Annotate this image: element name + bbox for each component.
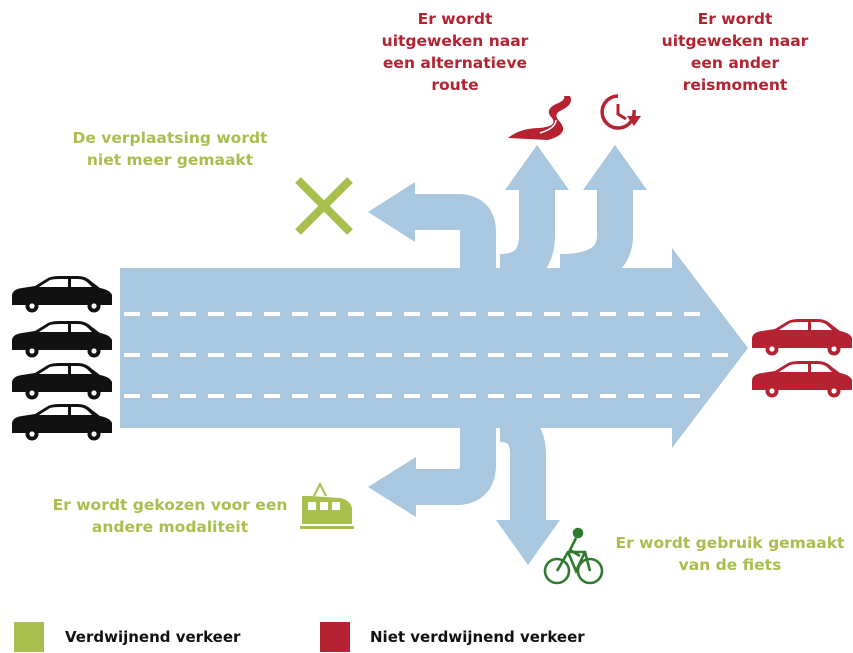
- branch-arrow-not-made: [368, 182, 496, 272]
- incoming-cars: [12, 276, 112, 441]
- branch-arrow-bicycle: [496, 406, 560, 565]
- label-other-modality: Er wordt gekozen voor een andere modalit…: [52, 496, 288, 536]
- legend-swatch-disappearing: [14, 622, 44, 652]
- car-icon: [12, 321, 112, 358]
- legend-label-disappearing: Verdwijnend verkeer: [65, 628, 241, 646]
- winding-road-icon: [508, 96, 571, 140]
- legend-label-not-disappearing: Niet verdwijnend verkeer: [370, 628, 585, 646]
- legend-swatch-not-disappearing: [320, 622, 350, 652]
- bicycle-icon: [543, 527, 604, 585]
- label-trip-not-made: De verplaatsing wordt niet meer gemaakt: [72, 129, 268, 169]
- remaining-cars: [752, 319, 852, 398]
- label-alternative-route: Er wordt uitgeweken naar een alternatiev…: [381, 10, 529, 94]
- car-icon: [12, 276, 112, 313]
- car-icon: [12, 404, 112, 441]
- main-traffic-arrow: [120, 248, 748, 448]
- label-other-travel-time: Er wordt uitgeweken naar een ander reism…: [661, 10, 809, 94]
- branch-arrow-other-mode: [368, 424, 496, 517]
- label-bicycle: Er wordt gebruik gemaakt van de fiets: [615, 534, 845, 574]
- branch-arrow-other-time: [559, 145, 647, 290]
- car-icon: [752, 361, 852, 398]
- clock-icon: [600, 94, 641, 130]
- car-icon: [752, 319, 852, 356]
- cross-icon: [295, 177, 353, 235]
- car-icon: [12, 363, 112, 400]
- train-icon: [300, 481, 354, 529]
- lane-markings: [124, 312, 735, 398]
- branch-arrow-alt-route: [499, 145, 569, 290]
